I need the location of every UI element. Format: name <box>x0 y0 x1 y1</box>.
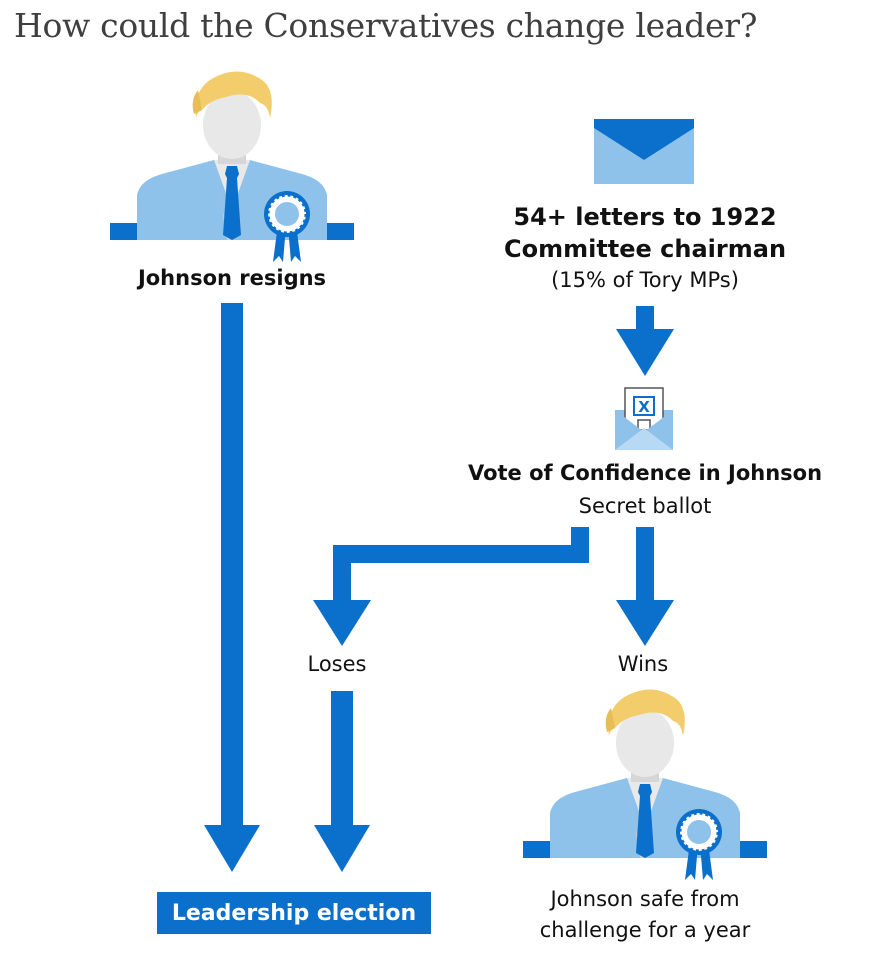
arrow-vote-to-loses <box>313 527 589 646</box>
ballot-envelope-icon <box>615 387 673 450</box>
arrow-vote-to-wins <box>616 527 674 646</box>
arrow-loses-to-election <box>314 691 370 872</box>
safe-label-line1: Johnson safe from <box>550 887 740 911</box>
rosette-bottom-icon <box>674 807 724 882</box>
loses-label: Loses <box>307 652 367 676</box>
page-title: How could the Conservatives change leade… <box>14 6 758 45</box>
letters-label-line1: 54+ letters to 1922 <box>513 203 777 231</box>
secret-ballot-label: Secret ballot <box>578 494 712 518</box>
letters-label-line2: Committee chairman <box>503 235 787 263</box>
arrow-resigns-to-election <box>204 303 260 872</box>
safe-label-line2: challenge for a year <box>539 918 751 942</box>
wins-label: Wins <box>617 652 669 676</box>
arrow-letters-to-vote <box>616 306 674 376</box>
leadership-election-box: Leadership election <box>157 892 431 934</box>
ballot-mark: X <box>638 398 650 416</box>
johnson-top-person-icon <box>110 71 354 240</box>
johnson-resigns-label: Johnson resigns <box>137 266 327 290</box>
rosette-top-icon <box>262 189 312 264</box>
letters-sublabel: (15% of Tory MPs) <box>551 268 739 292</box>
johnson-bottom-person-icon <box>523 689 767 858</box>
vote-of-confidence-label: Vote of Confidence in Johnson <box>467 461 823 485</box>
envelope-icon <box>594 119 694 184</box>
